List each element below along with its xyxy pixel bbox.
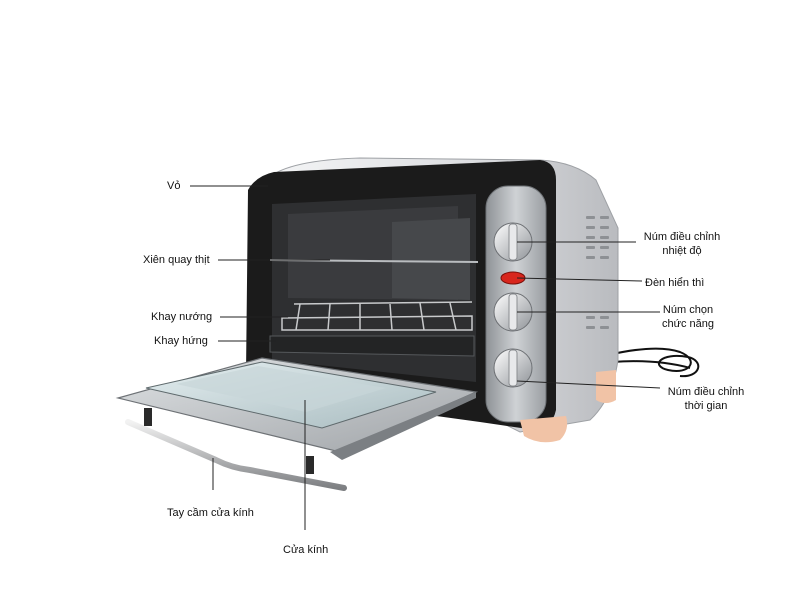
wire-rack <box>281 301 473 331</box>
label-drip-tray: Khay hứng <box>154 335 208 347</box>
temperature-knob[interactable] <box>493 222 533 262</box>
label-function-knob: Núm chọn chức năng <box>644 303 732 331</box>
label-casing: Vỏ <box>167 180 181 192</box>
label-function-knob-line2: chức năng <box>661 318 714 330</box>
power-cord <box>607 347 700 378</box>
label-indicator-light: Đèn hiển thì <box>645 277 705 289</box>
label-timer-knob-line2: thời gian <box>684 400 728 412</box>
label-glass-door: Cửa kính <box>283 544 329 556</box>
function-knob[interactable] <box>493 292 533 332</box>
foot-back <box>596 370 616 403</box>
label-wire-rack: Khay nướng <box>151 311 213 323</box>
label-timer-knob-line1: Núm điều chỉnh <box>667 386 745 398</box>
drip-tray <box>269 335 475 357</box>
label-temperature-knob-line2: nhiệt độ <box>662 245 702 257</box>
label-temperature-knob-line1: Núm điều chỉnh <box>643 231 721 243</box>
leader-lines <box>190 185 661 530</box>
label-rotisserie-spit: Xiên quay thịt <box>143 254 210 266</box>
label-timer-knob: Núm điều chỉnh thời gian <box>660 385 752 413</box>
foot-front <box>520 416 568 443</box>
label-temperature-knob: Núm điều chỉnh nhiệt độ <box>636 230 728 258</box>
door-handle[interactable] <box>125 408 347 491</box>
vent-slots <box>586 216 609 329</box>
label-function-knob-line1: Núm chọn <box>662 304 714 316</box>
timer-knob[interactable] <box>493 348 533 388</box>
label-door-handle: Tay cầm cửa kính <box>167 507 254 519</box>
